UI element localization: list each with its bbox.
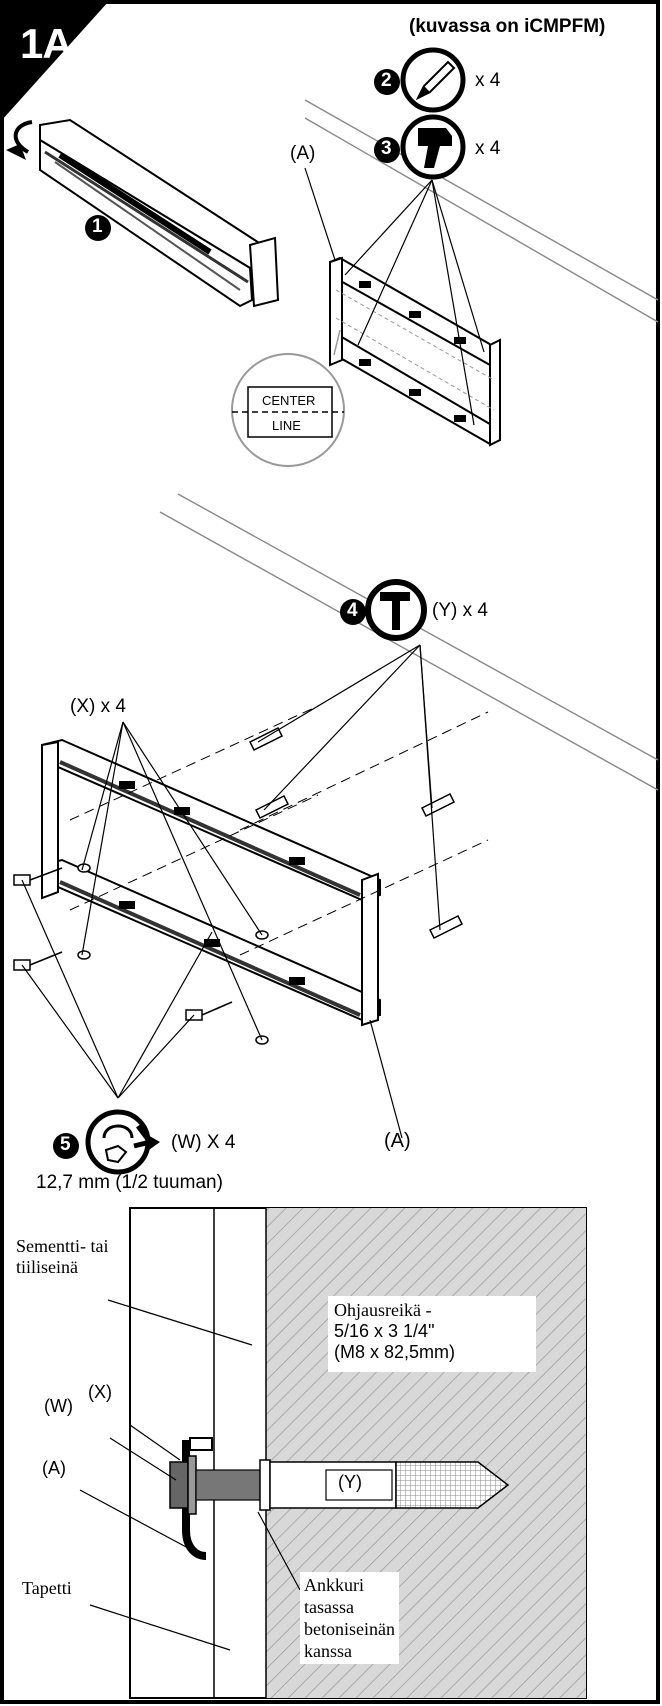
step-1-marker: [85, 215, 111, 241]
figure-note: (kuvassa on iCMPFM): [409, 16, 606, 37]
step-5-marker: [53, 1133, 79, 1159]
step-badge: [2, 2, 108, 120]
y-pointers: [257, 644, 441, 931]
step-number: 1A: [20, 20, 73, 67]
label-anchor-line3: betoniseinän: [304, 1619, 395, 1639]
step-2-marker: [374, 69, 400, 95]
label-x-qty: (X) x 4: [70, 696, 126, 717]
step-3-marker: [374, 137, 400, 163]
anchor-threads: [395, 1461, 510, 1509]
label-anchor-line4: kanssa: [304, 1641, 352, 1661]
label-wall: Sementti- tai tiiliseinä: [16, 1236, 108, 1278]
pencil-icon: [415, 60, 456, 101]
a-bottom-pointer: [369, 1019, 403, 1139]
label-a-top: (A): [290, 143, 316, 164]
label-anchor-line1: Ankkuri: [304, 1575, 364, 1595]
mount-rail: [39, 118, 280, 308]
label-a-bottom: (A): [384, 1130, 411, 1152]
rotate-arrow-head-icon: [6, 144, 26, 160]
wall-line: [304, 117, 659, 323]
hammer-icon: [380, 592, 410, 630]
step-3-number: 3: [381, 138, 392, 159]
bolt-head: [169, 1461, 189, 1509]
step-1-number: 1: [92, 216, 103, 237]
label-detail-x: (X): [88, 1382, 112, 1402]
label-wallpaper: Tapetti: [22, 1578, 72, 1598]
label-pilot-hole: Ohjausreikä - 5/16 x 3 1/4" (M8 x 82,5mm…: [334, 1300, 455, 1363]
label-pilot-line3: (M8 x 82,5mm): [334, 1342, 456, 1362]
step-5-number: 5: [60, 1134, 71, 1155]
step-4-marker: [340, 599, 366, 625]
label-anchor: Ankkuri tasassa betoniseinän kanssa: [300, 1572, 399, 1664]
step-3-qty: x 4: [475, 138, 501, 159]
step-5-qty: (W) X 4: [171, 1132, 236, 1153]
label-center: CENTER: [262, 393, 316, 408]
label-detail-y: (Y): [338, 1472, 362, 1492]
label-anchor-line2: tasassa: [304, 1597, 354, 1617]
bracket-section: [182, 1440, 207, 1560]
step-2-number: 2: [381, 70, 392, 91]
label-line: LINE: [272, 418, 301, 433]
w-pointers: [21, 879, 213, 1099]
wall-plate-top: [329, 256, 501, 447]
bolt-axes: [69, 705, 489, 956]
rotate-arrow-icon: [13, 120, 33, 154]
detail-pointers: [79, 1299, 301, 1651]
wall-plate-main: [41, 738, 381, 1027]
bolt-shank: [195, 1469, 269, 1501]
step-4-number: 4: [347, 600, 358, 621]
wrench-socket-icon: [102, 1124, 160, 1164]
pilot-label-bg: [328, 1296, 536, 1372]
drill-icon: [418, 128, 452, 168]
wall-line: [304, 99, 659, 301]
anchors: [248, 726, 464, 940]
label-detail-w: (W): [44, 1396, 73, 1416]
socket-size: 12,7 mm (1/2 tuuman): [36, 1172, 223, 1193]
label-pilot-line2: 5/16 x 3 1/4": [334, 1321, 435, 1341]
step-4-qty: (Y) x 4: [432, 600, 488, 621]
label-wall-line1: Sementti- tai: [16, 1236, 109, 1256]
label-pilot-line1: Ohjausreikä -: [334, 1300, 432, 1320]
label-detail-a: (A): [42, 1458, 66, 1478]
a-pointer: [304, 167, 336, 261]
washer: [187, 1455, 197, 1515]
anchor-lip: [259, 1459, 271, 1511]
step-2-qty: x 4: [475, 70, 501, 91]
drill-pointers: [344, 179, 485, 426]
x-pointers: [81, 721, 263, 1041]
label-wall-line2: tiiliseinä: [16, 1257, 78, 1277]
